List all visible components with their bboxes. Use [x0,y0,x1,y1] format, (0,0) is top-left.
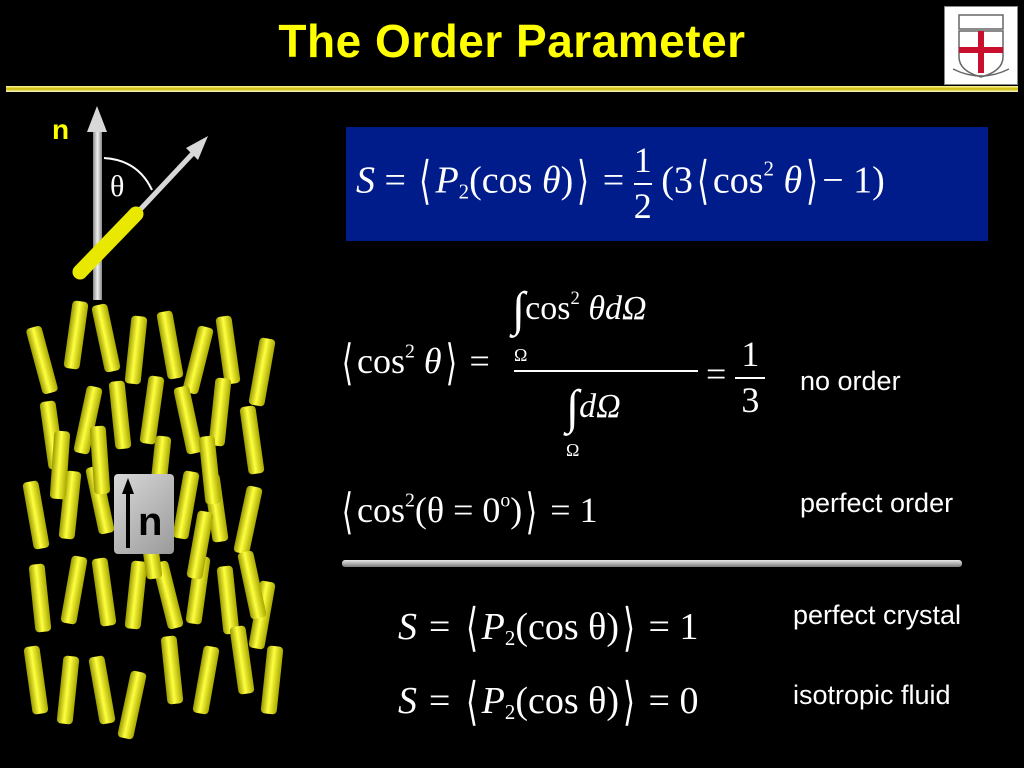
liquid-crystal-rod [198,435,222,505]
liquid-crystal-rod [237,550,267,620]
liquid-crystal-rod [28,563,52,633]
angle-label: θ [110,170,125,203]
director-box-label: n [138,500,163,544]
liquid-crystal-rod [91,557,117,627]
liquid-crystal-rod [124,560,148,630]
liquid-crystal-rod [233,485,263,555]
perfect-order-equation: ⟨cos2(θ = 0o)⟩ = 1 [341,485,598,539]
liquid-crystal-rod [192,645,220,715]
liquid-crystal-rod [216,565,240,635]
liquid-crystal-rod [117,670,147,740]
liquid-crystal-rod [185,555,211,625]
perfect-order-label: perfect order [800,488,954,518]
integral-denominator-limit: Ω [566,440,580,460]
average-result: = 1 3 [706,334,766,420]
integral-fraction-bar [514,370,698,372]
isotropic-fluid-equation: S = ⟨P2(cos θ)⟩ = 0 [398,674,699,731]
section-divider [342,560,962,567]
liquid-crystal-rod [139,375,165,445]
liquid-crystal-rod [186,510,214,580]
liquid-crystal-rod [108,380,132,450]
liquid-crystal-rod [215,315,241,385]
slide-title: The Order Parameter [278,15,746,67]
main-equation-box: S = ⟨P2(cos θ)⟩ = 1 2 (3⟨cos2 θ⟩− 1) [346,127,988,241]
director-arrow [87,106,107,300]
liquid-crystal-rod [124,315,148,385]
integral-denominator: ∫dΩ [566,381,621,434]
tilted-molecule-arrow [72,136,208,280]
integral-numerator: ∫cos2 θdΩ [512,283,647,336]
liquid-crystal-rod [182,325,214,395]
perfect-crystal-equation: S = ⟨P2(cos θ)⟩ = 1 [398,600,699,657]
liquid-crystal-rod [85,465,115,535]
director-box: n [114,474,174,554]
liquid-crystal-rod [156,310,184,380]
angle-arc [103,157,153,191]
university-crest-logo [944,6,1018,85]
liquid-crystal-rod [26,325,58,395]
liquid-crystal-rod [208,377,232,447]
liquid-crystal-rod [63,300,89,370]
liquid-crystal-rod [172,470,200,540]
liquid-crystal-rod [239,405,265,475]
liquid-crystal-rod [23,645,49,715]
perfect-crystal-label: perfect crystal [793,600,962,630]
liquid-crystal-rod [89,425,111,495]
liquid-crystal-rod [73,385,103,455]
liquid-crystal-rod [173,385,203,455]
liquid-crystal-rod [229,625,255,695]
integral-limit: Ω [514,345,528,365]
liquid-crystal-rod [49,430,71,500]
isotropic-fluid-label: isotropic fluid [793,680,951,710]
liquid-crystal-rod [88,655,116,725]
liquid-crystal-rod [91,303,121,373]
average-cos-equation: ⟨cos2 θ⟩ = [341,336,490,390]
title-underline [6,86,1018,92]
liquid-crystal-rod [60,555,88,625]
liquid-crystal-rod [260,645,284,715]
liquid-crystal-rod [22,480,50,550]
liquid-crystal-rod [56,655,80,725]
no-order-label: no order [800,366,901,396]
liquid-crystal-rod [248,337,276,407]
main-equation: S = ⟨P2(cos θ)⟩ = 1 2 (3⟨cos2 θ⟩− 1) [356,140,885,226]
liquid-crystal-rod [160,635,184,705]
liquid-crystal-rod [152,560,184,630]
liquid-crystal-rods [22,300,284,740]
director-label: n [52,114,70,145]
